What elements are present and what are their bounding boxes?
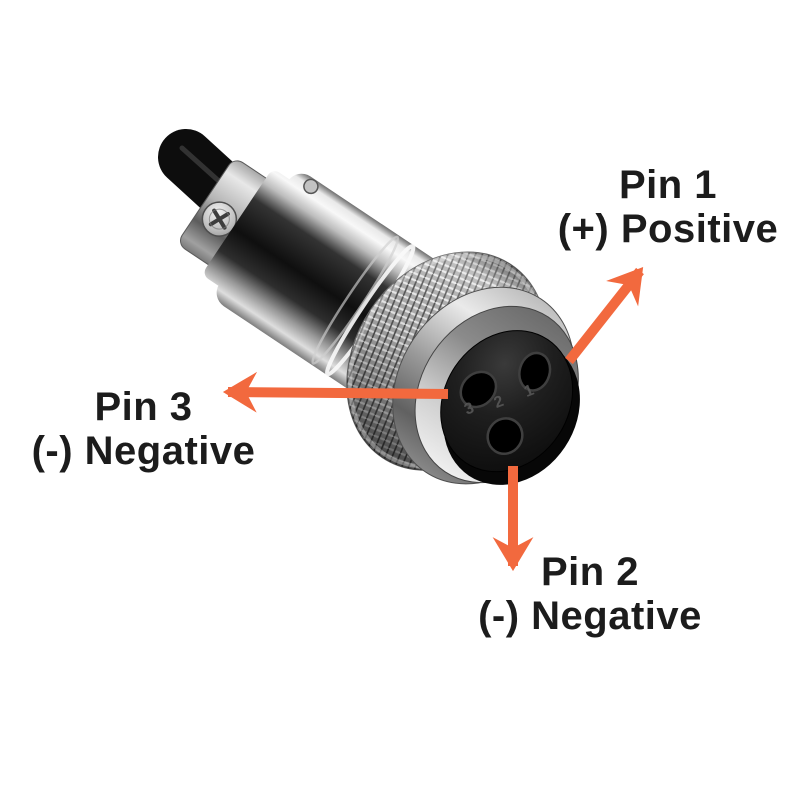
socket-hole-1 [518, 351, 552, 392]
pin1-name: Pin 1 [618, 163, 718, 207]
socket-hole-3 [459, 370, 498, 409]
pin1-polarity: (+) Positive [557, 207, 779, 251]
cable-clamp [180, 160, 278, 272]
socket-hole-2 [486, 417, 524, 456]
pin2-label: Pin 2 (-) Negative [462, 550, 718, 638]
pin3-arrow [222, 371, 449, 413]
connector-body: 1 2 3 [180, 160, 580, 485]
pin3-polarity: (-) Negative [31, 429, 256, 473]
barrel-screw-icon [303, 178, 319, 195]
pin3-name: Pin 3 [94, 385, 193, 429]
pin2-polarity: (-) Negative [478, 594, 702, 638]
pin2-name: Pin 2 [540, 550, 640, 594]
connector-face: 1 2 3 [440, 330, 580, 485]
callout-arrows [222, 266, 644, 572]
pin3-label: Pin 3 (-) Negative [16, 385, 271, 473]
pin1-label: Pin 1 (+) Positive [540, 163, 796, 251]
pin1-arrow [565, 266, 644, 365]
